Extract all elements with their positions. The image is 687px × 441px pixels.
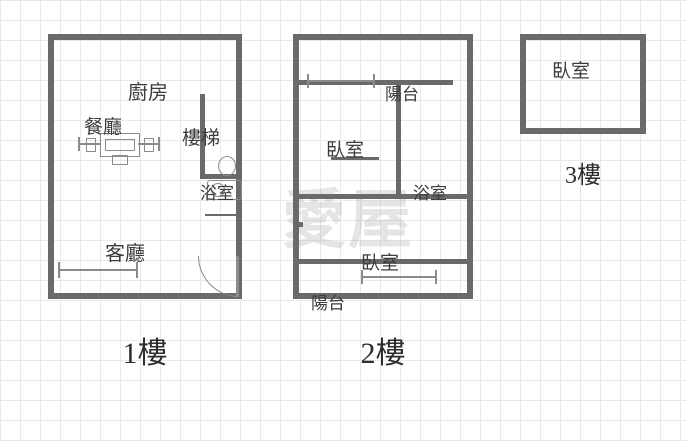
room-label-kitchen: 廚房	[128, 82, 168, 104]
living-window-end-right	[136, 262, 138, 278]
entry-door-leaf	[236, 256, 239, 296]
dining-chair-left-arm	[80, 143, 100, 145]
room-label-bedroom-f3: 臥室	[552, 61, 591, 82]
room-label-bath-f1: 浴室	[200, 184, 234, 203]
floor-label-1: 1樓	[122, 337, 168, 370]
floor2-wall-top	[293, 34, 473, 40]
dining-table-top	[100, 133, 140, 157]
floor1-wall-bottom	[48, 293, 242, 299]
sink-icon	[211, 183, 225, 197]
toilet-icon	[218, 156, 236, 176]
floor2-wall-right	[467, 34, 473, 299]
floor3-wall-left	[520, 34, 526, 134]
dining-table-inner-line	[105, 139, 135, 151]
floor2-bedroom-top-sill	[331, 157, 379, 160]
bathroom-fixtures-floor1	[206, 156, 242, 212]
floor2-wall-bottom	[293, 293, 473, 299]
dining-chair-bottom-seat	[112, 155, 128, 165]
floor2-left-notch	[293, 222, 303, 227]
living-window-rail	[58, 269, 138, 271]
dining-chair-left-seat	[86, 138, 96, 152]
floor-1-plan: 廚房 餐廳 樓梯 浴室 客廳	[48, 34, 242, 299]
floor-2-plan: 陽台 臥室 浴室 臥室 陽台	[293, 34, 473, 313]
floor3-wall-right	[640, 34, 646, 134]
floor3-wall-bottom	[520, 128, 646, 134]
floor1-bath-threshold	[205, 214, 242, 216]
room-label-bedroom-top: 臥室	[326, 140, 365, 161]
dining-table-fixture	[76, 129, 164, 165]
dining-chair-right-arm	[138, 143, 158, 145]
balcony-bottom-window-end-left	[361, 270, 363, 284]
room-label-balcony-top: 陽台	[385, 85, 419, 104]
entry-door-arc	[198, 256, 239, 297]
room-label-stairs: 樓梯	[182, 128, 221, 149]
floor1-partition-vertical	[200, 94, 205, 174]
floor3-wall-top	[520, 34, 646, 40]
floor2-balcony-bottom-divider	[293, 259, 473, 264]
living-window-fixture	[58, 262, 138, 278]
floor1-wall-left	[48, 34, 54, 299]
living-window-end-left	[58, 262, 60, 278]
floor2-balcony-top-window	[307, 74, 375, 88]
floor1-partition-bath-bottom	[200, 174, 242, 179]
floor-3-plan: 臥室	[520, 34, 646, 134]
floor2-balcony-bottom-window	[361, 270, 437, 284]
floor1-wall-right	[236, 34, 242, 299]
room-label-balcony-bottom: 陽台	[311, 294, 345, 313]
dining-chair-right-seat	[144, 138, 154, 152]
balcony-top-window-rail	[307, 80, 375, 82]
balcony-top-window-end-left	[307, 74, 309, 88]
dining-chair-left-back	[78, 137, 80, 151]
room-label-bedroom-bottom: 臥室	[361, 253, 400, 274]
bathtub-icon	[207, 180, 242, 200]
room-label-dining: 餐廳	[84, 117, 123, 138]
floor-label-2: 2樓	[360, 337, 406, 370]
floor2-vertical-divider	[396, 85, 401, 199]
balcony-top-window-end-right	[373, 74, 375, 88]
floor1-wall-top	[48, 34, 242, 40]
room-label-bath-f2: 浴室	[413, 184, 447, 203]
balcony-bottom-window-rail	[361, 276, 437, 278]
balcony-bottom-window-end-right	[435, 270, 437, 284]
floor2-wall-left	[293, 34, 299, 299]
room-label-living: 客廳	[105, 243, 145, 265]
floor-label-3: 3樓	[565, 163, 601, 189]
floor2-horizontal-divider	[293, 194, 473, 199]
dining-chair-right-back	[158, 137, 160, 151]
